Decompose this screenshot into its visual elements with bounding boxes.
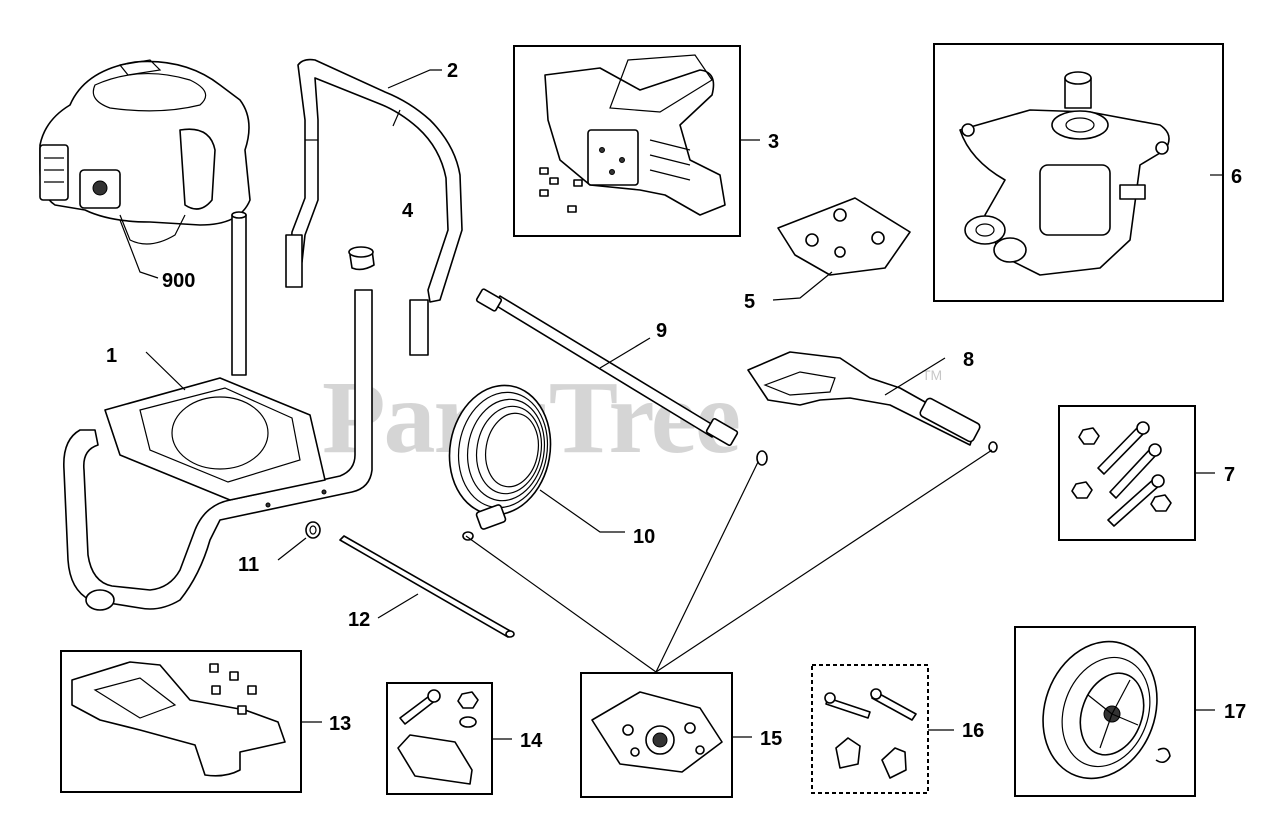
callout-4[interactable]: 4 xyxy=(402,200,414,222)
callout-16[interactable]: 16 xyxy=(962,720,984,742)
callout-15[interactable]: 15 xyxy=(760,728,782,750)
hose-part[interactable] xyxy=(439,377,560,541)
washer-part[interactable] xyxy=(305,521,321,539)
leader-5 xyxy=(772,271,833,301)
leader-10 xyxy=(539,489,625,533)
leader-8 xyxy=(884,357,946,396)
box-seal-kit xyxy=(580,672,733,798)
callout-8[interactable]: 8 xyxy=(963,349,974,371)
leader-15-gun xyxy=(655,449,993,673)
callout-12[interactable]: 12 xyxy=(348,609,370,631)
leader-2 xyxy=(387,69,442,89)
callout-10[interactable]: 10 xyxy=(633,526,655,548)
box-knob-kit xyxy=(811,664,929,794)
callout-17[interactable]: 17 xyxy=(1224,701,1246,723)
leader-9 xyxy=(599,337,651,369)
seal-kit-part[interactable] xyxy=(591,691,723,773)
box-pump-guard xyxy=(513,45,741,237)
bolts-part[interactable] xyxy=(1071,421,1172,527)
pump-guard-part[interactable] xyxy=(544,54,726,216)
engine-part[interactable] xyxy=(39,59,251,245)
leader-15-hose xyxy=(465,535,657,673)
callout-7[interactable]: 7 xyxy=(1224,464,1235,486)
spray-gun-part[interactable] xyxy=(747,351,998,453)
box-pump xyxy=(933,43,1224,302)
callout-2[interactable]: 2 xyxy=(447,60,458,82)
callout-3[interactable]: 3 xyxy=(768,131,779,153)
hardware-bag-part[interactable] xyxy=(777,197,911,276)
leader-11 xyxy=(277,537,307,561)
pump-part[interactable] xyxy=(959,71,1170,276)
handle-part[interactable] xyxy=(285,58,463,356)
box-wheel xyxy=(1014,626,1196,797)
wheel-part[interactable] xyxy=(1024,625,1175,794)
pump-guard-screws[interactable] xyxy=(539,167,583,213)
plug-part[interactable] xyxy=(348,246,375,271)
leader-1 xyxy=(145,351,186,391)
callout-6[interactable]: 6 xyxy=(1231,166,1242,188)
watermark-trademark: TM xyxy=(922,367,942,383)
leader-900 xyxy=(119,219,159,279)
callout-13[interactable]: 13 xyxy=(329,713,351,735)
callout-9[interactable]: 9 xyxy=(656,320,667,342)
frame-part[interactable] xyxy=(63,289,373,611)
callout-14[interactable]: 14 xyxy=(520,730,543,752)
callout-900[interactable]: 900 xyxy=(162,270,195,292)
callout-11[interactable]: 11 xyxy=(238,554,259,576)
upright-tube-part[interactable] xyxy=(231,211,247,376)
leader-12 xyxy=(377,593,419,619)
bracket-part[interactable] xyxy=(397,689,479,785)
axle-part[interactable] xyxy=(339,535,515,638)
leader-15-lance xyxy=(655,461,759,673)
lance-part[interactable] xyxy=(475,288,768,466)
callout-5[interactable]: 5 xyxy=(744,291,755,313)
callout-1[interactable]: 1 xyxy=(106,345,117,367)
knob-kit-part[interactable] xyxy=(824,688,917,779)
cover-part[interactable] xyxy=(71,661,286,777)
